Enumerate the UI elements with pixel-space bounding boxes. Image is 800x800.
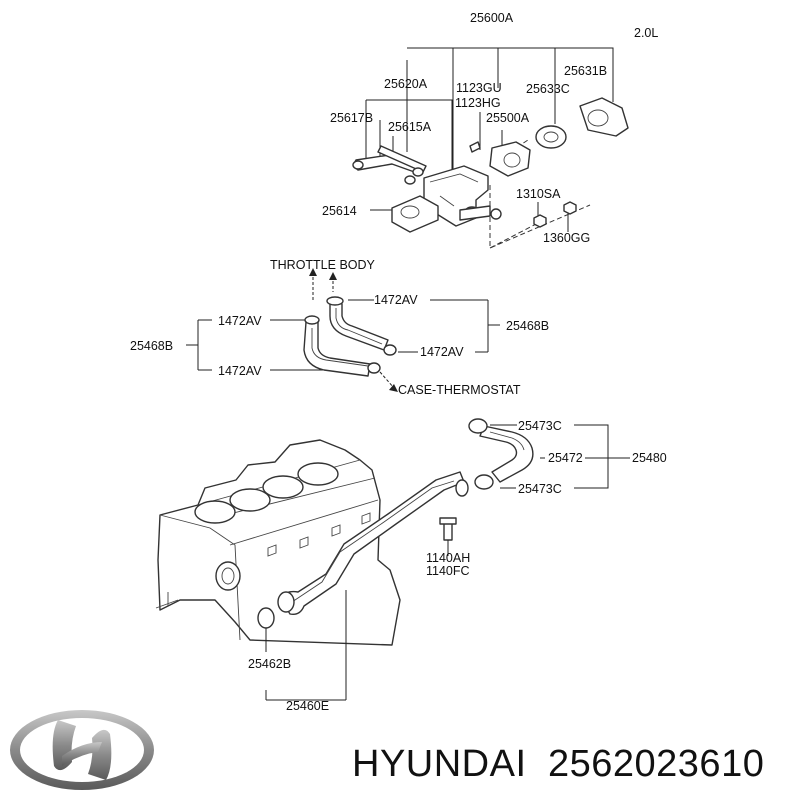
- thermostat-housing-assembly: [352, 47, 629, 249]
- label-1123HG: 1123HG: [455, 96, 501, 110]
- label-25480: 25480: [632, 451, 667, 465]
- label-1472AV-top: 1472AV: [374, 293, 418, 307]
- label-1123GU: 1123GU: [456, 81, 502, 95]
- engine-block: [155, 439, 401, 646]
- label-25462B: 25462B: [248, 657, 291, 671]
- label-1472AV-left-bottom: 1472AV: [218, 364, 262, 378]
- label-25631B: 25631B: [564, 64, 607, 78]
- label-25615A: 25615A: [388, 120, 432, 134]
- label-25468B-left: 25468B: [130, 339, 173, 353]
- arrow-up-icon: [309, 268, 317, 276]
- label-1360GG: 1360GG: [543, 231, 590, 245]
- label-25614: 25614: [322, 204, 357, 218]
- label-25472: 25472: [548, 451, 583, 465]
- label-1140AH: 1140AH: [426, 551, 470, 565]
- label-25633C: 25633C: [526, 82, 570, 96]
- label-25473C-top: 25473C: [518, 419, 562, 433]
- brand-name: HYUNDAI: [352, 743, 527, 785]
- part-number: 2562023610: [548, 743, 764, 785]
- label-25600A: 25600A: [470, 11, 514, 25]
- water-pipe-assembly: [257, 471, 469, 701]
- label-1472AV-right: 1472AV: [420, 345, 464, 359]
- label-25468B-right: 25468B: [506, 319, 549, 333]
- label-1140FC: 1140FC: [426, 564, 470, 578]
- label-25620A: 25620A: [384, 77, 428, 91]
- hyundai-logo: [10, 710, 154, 790]
- label-25617B: 25617B: [330, 111, 373, 125]
- label-case-thermostat: CASE-THERMOSTAT: [398, 383, 521, 397]
- engine-label: 2.0L: [634, 26, 658, 40]
- upper-hose-assembly: [468, 418, 630, 490]
- throttle-body-hose-assembly: [186, 268, 500, 392]
- arrow-down-icon: [389, 384, 398, 392]
- label-1472AV-left-top: 1472AV: [218, 314, 262, 328]
- label-25500A: 25500A: [486, 111, 530, 125]
- label-throttle-body: THROTTLE BODY: [270, 258, 376, 272]
- label-1310SA: 1310SA: [516, 187, 561, 201]
- label-25473C-bottom: 25473C: [518, 482, 562, 496]
- label-25460E: 25460E: [286, 699, 329, 713]
